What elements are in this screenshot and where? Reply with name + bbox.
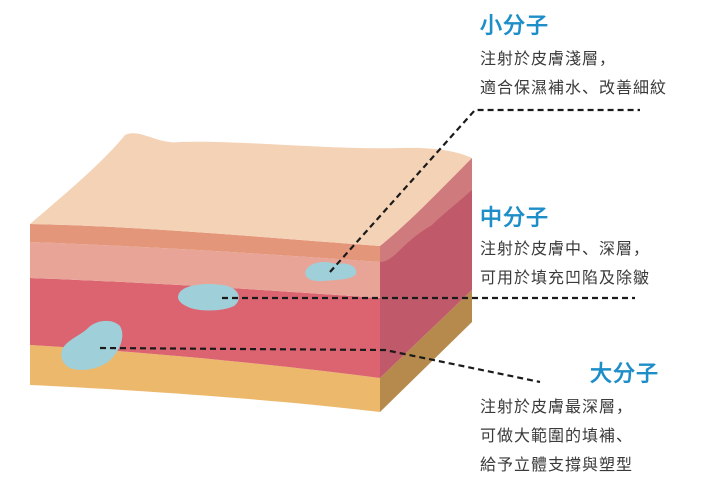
epidermis-front: [30, 224, 380, 262]
skin-surface-top: [30, 133, 472, 246]
deep-dermis-front: [30, 278, 380, 378]
filler-large-molecule: [61, 320, 123, 370]
fat-layer-front: [30, 345, 380, 412]
label-line: 給予立體支撐與塑型: [480, 455, 634, 474]
fat-layer-side: [380, 290, 472, 412]
label-line: 注射於皮膚中、深層，: [480, 239, 651, 258]
label-line: 注射於皮膚淺層，: [480, 49, 617, 68]
label-description: 注射於皮膚淺層， 適合保濕補水、改善細紋: [480, 44, 667, 102]
label-title: 中分子: [480, 206, 550, 231]
label-line: 可用於填充凹陷及除皺: [480, 268, 651, 287]
label-small-molecule: 小分子 注射於皮膚淺層， 適合保濕補水、改善細紋: [480, 8, 667, 102]
label-description: 注射於皮膚最深層， 可做大範圍的填補、 給予立體支撐與塑型: [480, 392, 659, 479]
label-line: 注射於皮膚最深層，: [480, 397, 634, 416]
label-title: 小分子: [480, 14, 550, 39]
label-description: 注射於皮膚中、深層， 可用於填充凹陷及除皺: [480, 234, 650, 292]
label-title: 大分子: [590, 362, 660, 387]
label-line: 適合保濕補水、改善細紋: [480, 78, 668, 97]
dermis-front: [30, 242, 380, 298]
label-large-molecule: 大分子 注射於皮膚最深層， 可做大範圍的填補、 給予立體支撐與塑型: [480, 356, 659, 479]
dermis-side: [380, 158, 472, 378]
filler-medium-molecule: [178, 284, 239, 311]
leader-line-large: [99, 346, 541, 384]
label-medium-molecule: 中分子 注射於皮膚中、深層， 可用於填充凹陷及除皺: [480, 200, 650, 292]
leader-line-small: [329, 108, 640, 273]
label-line: 可做大範圍的填補、: [480, 426, 634, 445]
epidermis-side: [380, 158, 472, 262]
